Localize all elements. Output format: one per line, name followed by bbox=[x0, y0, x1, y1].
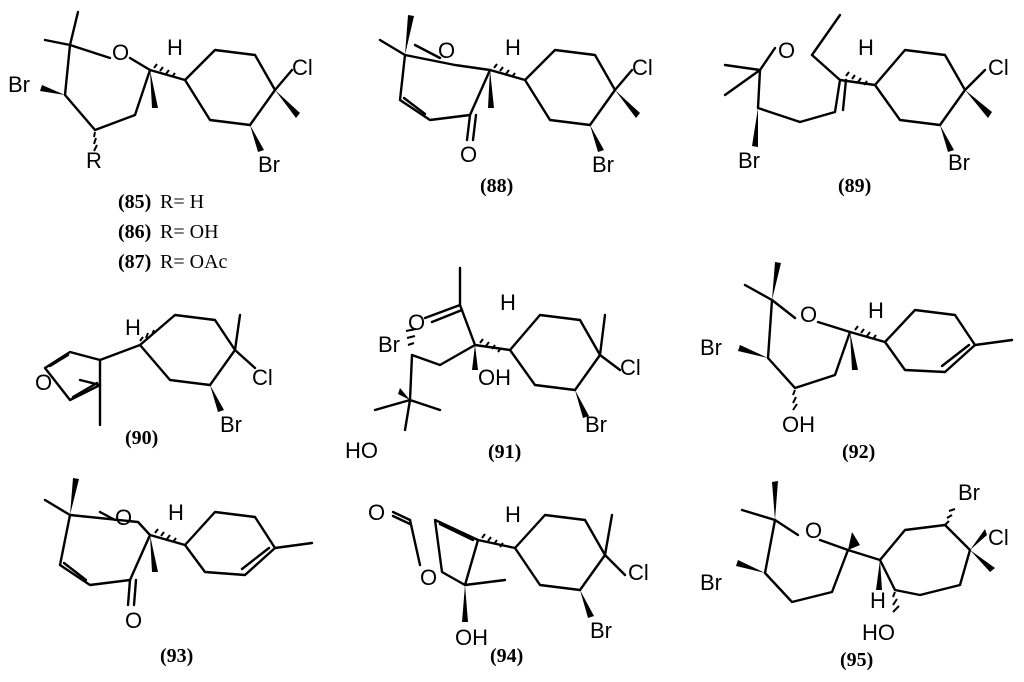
atom-label-O: O bbox=[125, 608, 142, 633]
atom-label-Br: Br bbox=[592, 152, 614, 177]
atom-label-H: H bbox=[505, 502, 521, 527]
atom-label-HO: HO bbox=[862, 620, 895, 645]
atom-label-Cl: Cl bbox=[252, 365, 273, 390]
atom-label-Br: Br bbox=[738, 148, 760, 173]
atom-label-OH: OH bbox=[478, 365, 511, 390]
atom-label-Cl: Cl bbox=[292, 55, 313, 80]
atom-label-Br: Br bbox=[700, 335, 722, 360]
atom-label-H: H bbox=[858, 35, 874, 60]
compound-label: (88) bbox=[480, 175, 513, 197]
atom-label-O: O bbox=[460, 142, 477, 167]
structure-90: O H Cl Br (90) bbox=[35, 313, 273, 449]
atom-label-O: O bbox=[420, 565, 437, 590]
atom-label-O: O bbox=[408, 310, 425, 335]
atom-label-H: H bbox=[505, 35, 521, 60]
compound-label: (92) bbox=[842, 441, 875, 463]
atom-label-R: R bbox=[86, 148, 102, 173]
atom-label-Cl: Cl bbox=[632, 55, 653, 80]
compound-label: (90) bbox=[125, 427, 158, 449]
atom-label-O: O bbox=[800, 302, 817, 327]
atom-label-O: O bbox=[112, 40, 129, 65]
compound-label: (87) bbox=[118, 251, 151, 273]
atom-label-Br: Br bbox=[585, 412, 607, 437]
atom-label-Br: Br bbox=[958, 480, 980, 505]
atom-label-Cl: Cl bbox=[988, 55, 1009, 80]
atom-label-H: H bbox=[168, 500, 184, 525]
atom-label-O: O bbox=[805, 518, 822, 543]
atom-label-Cl: Cl bbox=[628, 560, 649, 585]
atom-label-Cl: Cl bbox=[988, 525, 1009, 550]
compound-label: (85) bbox=[118, 191, 151, 213]
compound-label: (86) bbox=[118, 221, 151, 243]
compound-label: (89) bbox=[838, 175, 871, 197]
compound-label: (95) bbox=[840, 649, 873, 671]
atom-label-H: H bbox=[167, 35, 183, 60]
structure-94: O O H OH Cl Br (94) bbox=[368, 500, 649, 667]
atom-label-H: H bbox=[500, 290, 516, 315]
atom-label-Cl: Cl bbox=[620, 355, 641, 380]
atom-label-Br: Br bbox=[258, 152, 280, 177]
structure-89: O H Br Cl Br (89) bbox=[723, 13, 1009, 197]
structure-95: O Br Br Cl H HO (95) bbox=[700, 480, 1009, 671]
substituent-note: R= H bbox=[160, 191, 204, 213]
structure-93: O O H (93) bbox=[43, 478, 314, 667]
substituent-note: R= OH bbox=[160, 221, 219, 243]
structure-85-87: O Br R H Cl Br (85) R= H (86) R= OH (87)… bbox=[8, 10, 313, 273]
atom-label-H: H bbox=[868, 298, 884, 323]
atom-label-H: H bbox=[870, 588, 886, 613]
compound-label: (91) bbox=[488, 441, 521, 463]
structure-88: O O H Cl Br (88) bbox=[378, 15, 653, 197]
atom-label-Br: Br bbox=[220, 412, 242, 437]
atom-label-H: H bbox=[125, 315, 141, 340]
compound-label: (94) bbox=[490, 645, 523, 667]
atom-label-O: O bbox=[368, 500, 385, 525]
substituent-note: R= OAc bbox=[160, 251, 228, 273]
compound-label: (93) bbox=[160, 645, 193, 667]
atom-label-Br: Br bbox=[700, 570, 722, 595]
atom-label-Br: Br bbox=[378, 332, 400, 357]
atom-label-OH: OH bbox=[455, 625, 488, 650]
atom-label-HO: HO bbox=[345, 438, 378, 463]
structure-92: O Br H OH (92) bbox=[700, 262, 1014, 463]
atom-label-Br: Br bbox=[8, 72, 30, 97]
atom-label-O: O bbox=[778, 38, 795, 63]
atom-label-OH: OH bbox=[782, 412, 815, 437]
atom-label-O: O bbox=[115, 505, 132, 530]
atom-label-Br: Br bbox=[590, 618, 612, 643]
structure-91: O H Br OH HO Cl Br (91) bbox=[345, 266, 641, 463]
atom-label-Br: Br bbox=[948, 150, 970, 175]
atom-label-O: O bbox=[35, 370, 52, 395]
atom-label-O: O bbox=[438, 38, 455, 63]
